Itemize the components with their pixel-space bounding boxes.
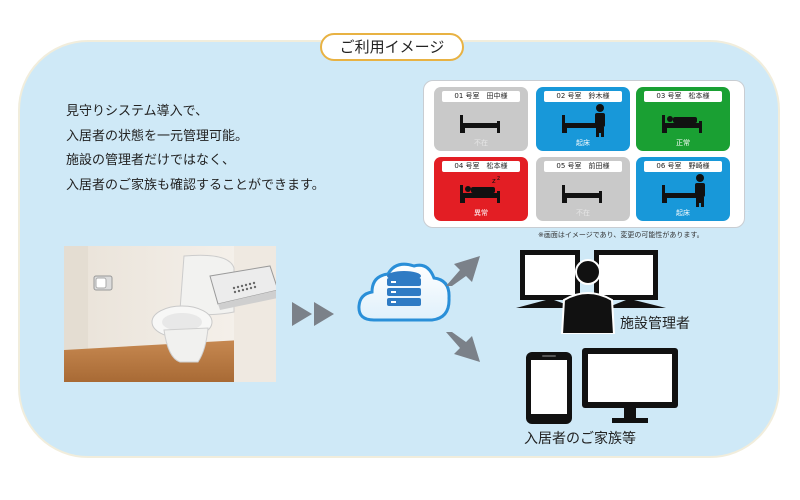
svg-text:z: z <box>497 175 500 182</box>
family-label: 入居者のご家族等 <box>524 431 636 447</box>
room-tile: 06 号室 野崎様起床 <box>636 157 730 221</box>
double-arrow-icon <box>292 302 334 326</box>
facility-manager-label: 施設管理者 <box>620 316 690 332</box>
room-label: 03 号室 松本様 <box>644 91 722 102</box>
bed-status-icon <box>662 115 702 133</box>
room-status: 起床 <box>676 209 690 217</box>
disclaimer-note: ※画面はイメージであり、変更の可能性があります。 <box>538 231 704 239</box>
description-line: 入居者の状態を一元管理可能。 <box>66 128 249 144</box>
bed-status-icon <box>460 115 500 133</box>
room-status: 起床 <box>576 139 590 147</box>
bed-status-icon <box>562 185 602 203</box>
room-tile: 01 号室 田中様不在 <box>434 87 528 151</box>
room-status: 異常 <box>474 209 488 217</box>
svg-text:z: z <box>492 177 496 185</box>
description-line: 入居者のご家族も確認することができます。 <box>66 177 325 193</box>
room-status: 不在 <box>576 209 590 217</box>
bed-status-icon <box>662 174 705 207</box>
room-status: 正常 <box>676 139 690 147</box>
description: 見守りシステム導入で、 入居者の状態を一元管理可能。 施設の管理者だけではなく、… <box>66 100 406 198</box>
section-title: ご利用イメージ <box>320 33 464 61</box>
room-label: 01 号室 田中様 <box>442 91 520 102</box>
smartphone-icon <box>526 352 572 424</box>
room-label: 02 号室 鈴木様 <box>544 91 622 102</box>
desktop-monitor-icon <box>582 348 678 423</box>
room-label: 04 号室 松本様 <box>442 161 520 172</box>
room-tile: 05 号室 前田様不在 <box>536 157 630 221</box>
room-tile: 03 号室 松本様正常 <box>636 87 730 151</box>
room-label: 05 号室 前田様 <box>544 161 622 172</box>
bed-status-icon <box>562 104 605 137</box>
arrow-down-right-icon <box>446 332 480 362</box>
description-line: 見守りシステム導入で、 <box>66 104 209 119</box>
description-line: 施設の管理者だけではなく、 <box>66 153 236 168</box>
room-tile: 02 号室 鈴木様起床 <box>536 87 630 151</box>
toilet-sensor-photo <box>64 246 276 382</box>
arrow-up-right-icon <box>446 256 480 286</box>
cloud-database-icon <box>357 262 451 322</box>
room-status: 不在 <box>474 139 488 147</box>
facility-manager-icon <box>516 250 666 334</box>
room-label: 06 号室 野崎様 <box>644 161 722 172</box>
